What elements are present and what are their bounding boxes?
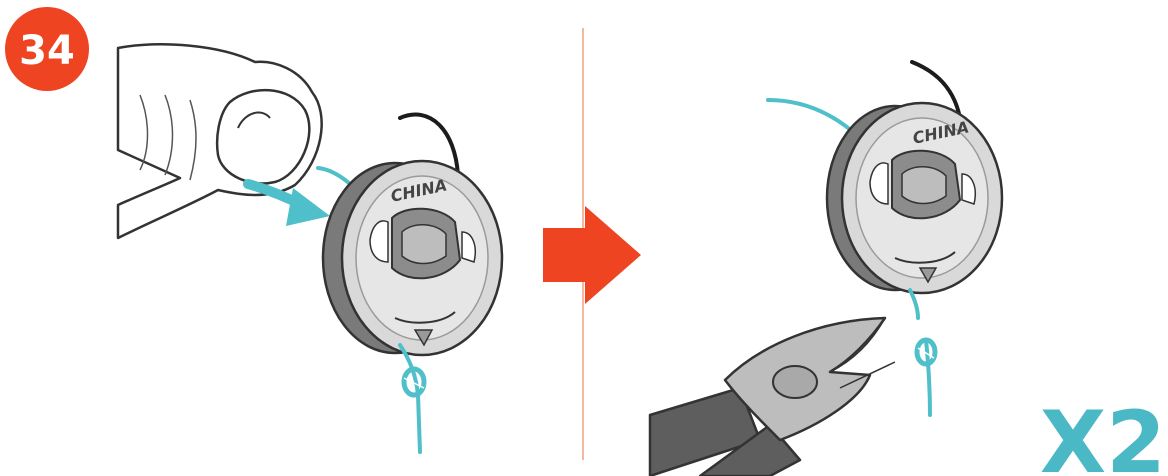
step-badge: 34	[5, 7, 89, 91]
step-number: 34	[19, 28, 75, 74]
next-step-arrow-icon	[543, 206, 641, 304]
side-cutter-pliers-icon	[650, 318, 895, 476]
spool-left: CHINA	[323, 161, 502, 355]
insert-arrow-icon	[248, 184, 330, 226]
spool-right: CHINA	[827, 103, 1002, 293]
teal-wire-right-bottom	[910, 290, 935, 415]
quantity-multiplier: X2	[1040, 393, 1166, 476]
teal-wire-left-bottom	[400, 345, 424, 452]
